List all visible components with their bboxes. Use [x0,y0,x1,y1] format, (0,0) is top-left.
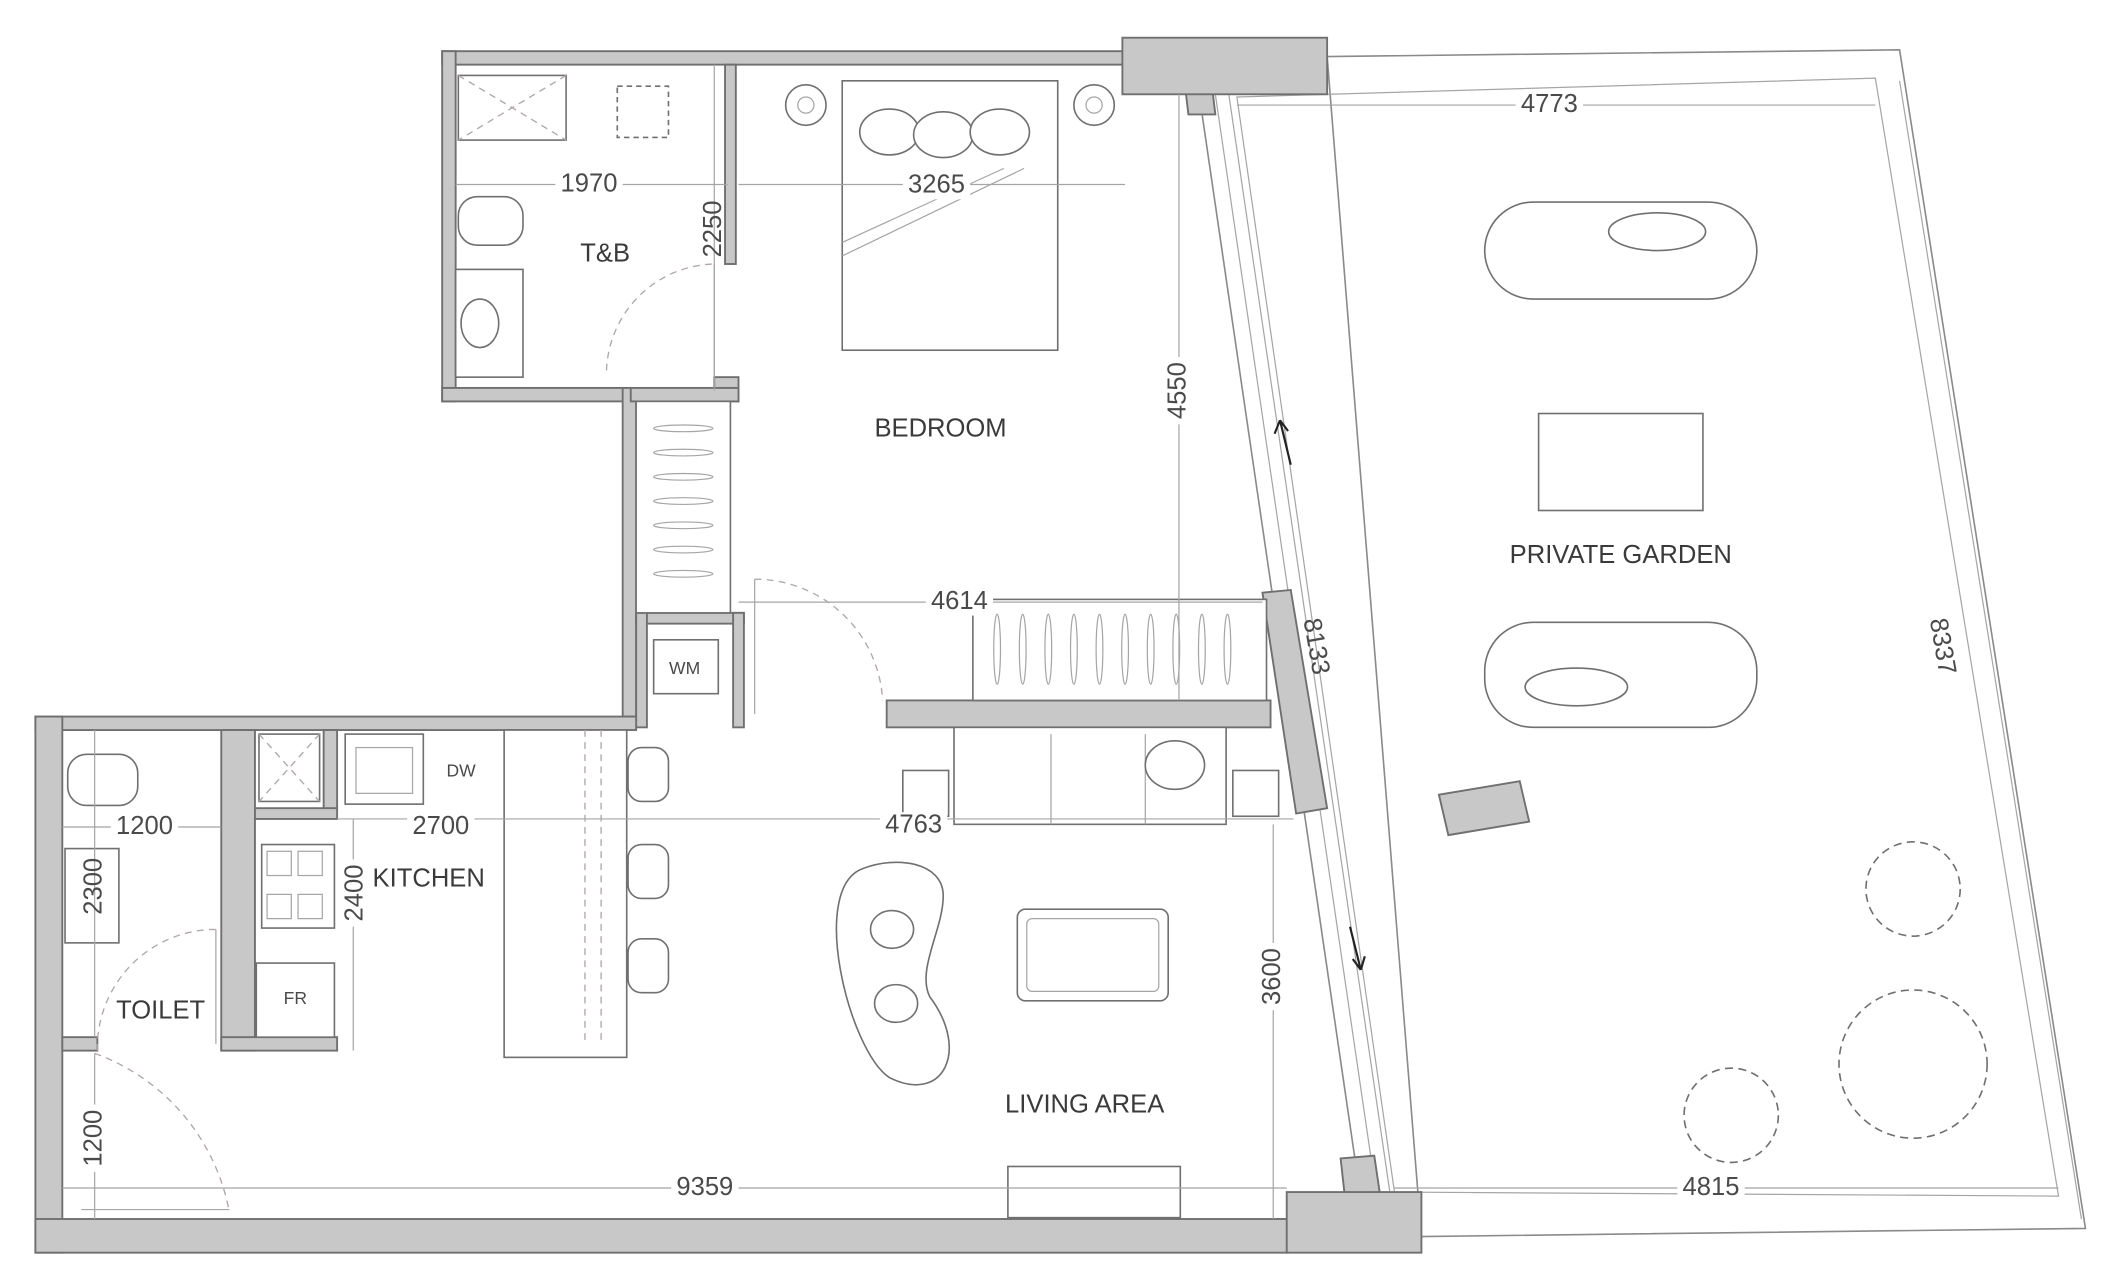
wardrobes [635,400,1268,702]
plant-icon [1865,841,1962,937]
doors [81,263,884,1213]
dim-toilet-depth: 2300 [79,858,107,915]
bed [784,80,1116,352]
hanger-icon [1069,613,1078,685]
hanger-icon [1197,613,1206,685]
lounge-chair [835,861,950,1086]
garden-furniture [1437,201,1988,1164]
room-label-tb: T&B [580,239,630,267]
room-label-garden: PRIVATE GARDEN [1510,541,1732,569]
hanger-icon [653,497,714,506]
appliance-label-dw: DW [446,760,476,780]
hanger-icon [653,472,714,481]
coffee-table [1016,908,1169,1002]
hanger-icon [1018,613,1027,685]
dim-entry-depth: 1200 [79,1110,107,1167]
hanger-icon [1146,613,1155,685]
hanger-icon [1121,613,1130,685]
dim-kitchen-depth: 2400 [341,865,369,922]
dim-tb-width: 1970 [561,169,618,197]
kitchen-island [503,729,628,1059]
bathroom-fixtures [454,74,670,378]
dim-bed-width: 3265 [908,171,965,199]
appliance-label-wm: WM [669,658,700,678]
dim-toilet-width: 1200 [116,812,173,840]
dim-garden-bottom: 4815 [1683,1173,1740,1201]
garden-sofa [1483,201,1758,300]
side-table [1232,769,1280,818]
sliding-arrow-down-icon [1348,926,1366,971]
hanger-icon [1223,613,1232,685]
sunbed [1437,780,1531,837]
hanger-icon [1172,613,1181,685]
appliance-label-fr: FR [284,988,307,1008]
sink [344,733,425,805]
room-labels: T&B BEDROOM PRIVATE GARDEN KITCHEN TOILE… [116,239,1732,1118]
fridge [255,962,336,1038]
hanger-icon [653,448,714,457]
dim-kitchen-width: 2700 [412,812,469,840]
sliding-arrow-up-icon [1273,419,1292,465]
room-label-kitchen: KITCHEN [373,864,485,892]
hanger-icon [993,613,1002,685]
toilet-wc [66,753,139,807]
toilet-bowl [457,195,524,246]
room-label-bedroom: BEDROOM [874,414,1006,442]
room-label-toilet: TOILET [116,996,205,1024]
garden-sofa [1483,621,1758,729]
dim-garden-top: 4773 [1521,90,1578,118]
hanger-icon [1095,613,1104,685]
dim-total-width: 9359 [676,1173,733,1201]
dim-tb-depth: 2250 [699,201,727,258]
toilet-basin [64,847,120,944]
living-furniture [835,726,1280,1219]
hanger-icon [1044,613,1053,685]
hanger-icon [653,424,714,433]
hanger-icon [653,521,714,530]
hanger-icon [653,569,714,578]
dim-bed-depth: 4550 [1164,362,1192,419]
dim-living-width: 4763 [885,810,942,838]
glass-facade [1184,90,1392,1199]
garden-boundary [1236,49,2087,1238]
garden-table [1537,412,1704,512]
walls [34,36,1423,1254]
kitchen-fixtures [64,729,670,1059]
plant-icon [1838,989,1988,1139]
dimension-labels: 1970 3265 4773 2250 4550 4614 8133 8337 … [79,90,1961,1202]
side-table [902,769,950,818]
room-label-living: LIVING AREA [1005,1091,1165,1119]
dim-bedroom-width: 4614 [931,587,988,615]
tv-unit [1007,1165,1182,1219]
hanger-icon [653,545,714,554]
dim-living-depth: 3600 [1258,948,1286,1005]
plant-icon [1683,1067,1780,1164]
